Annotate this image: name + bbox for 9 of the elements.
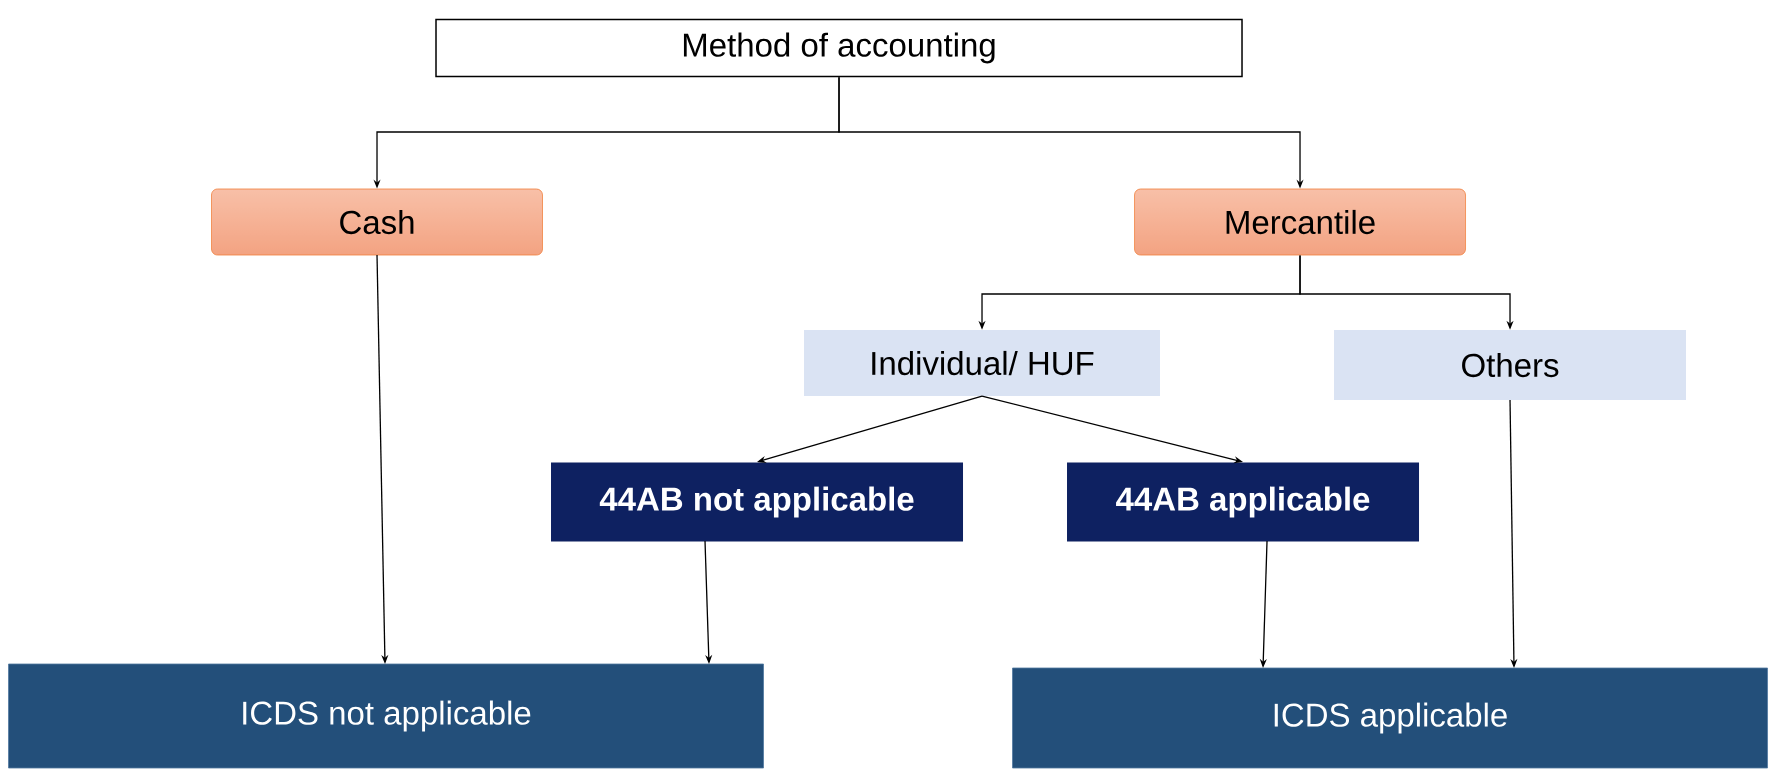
method-box: Mercantile (1134, 188, 1466, 256)
category-box: Individual/ HUF (804, 330, 1160, 396)
audit-box: 44AB applicable (1067, 462, 1419, 542)
result-box: ICDS not applicable (8, 663, 764, 769)
root-box: Method of accounting (435, 18, 1243, 78)
method-box: Cash (211, 188, 543, 256)
category-box: Others (1334, 330, 1686, 400)
audit-box: 44AB not applicable (551, 462, 963, 542)
result-box: ICDS applicable (1012, 667, 1768, 769)
